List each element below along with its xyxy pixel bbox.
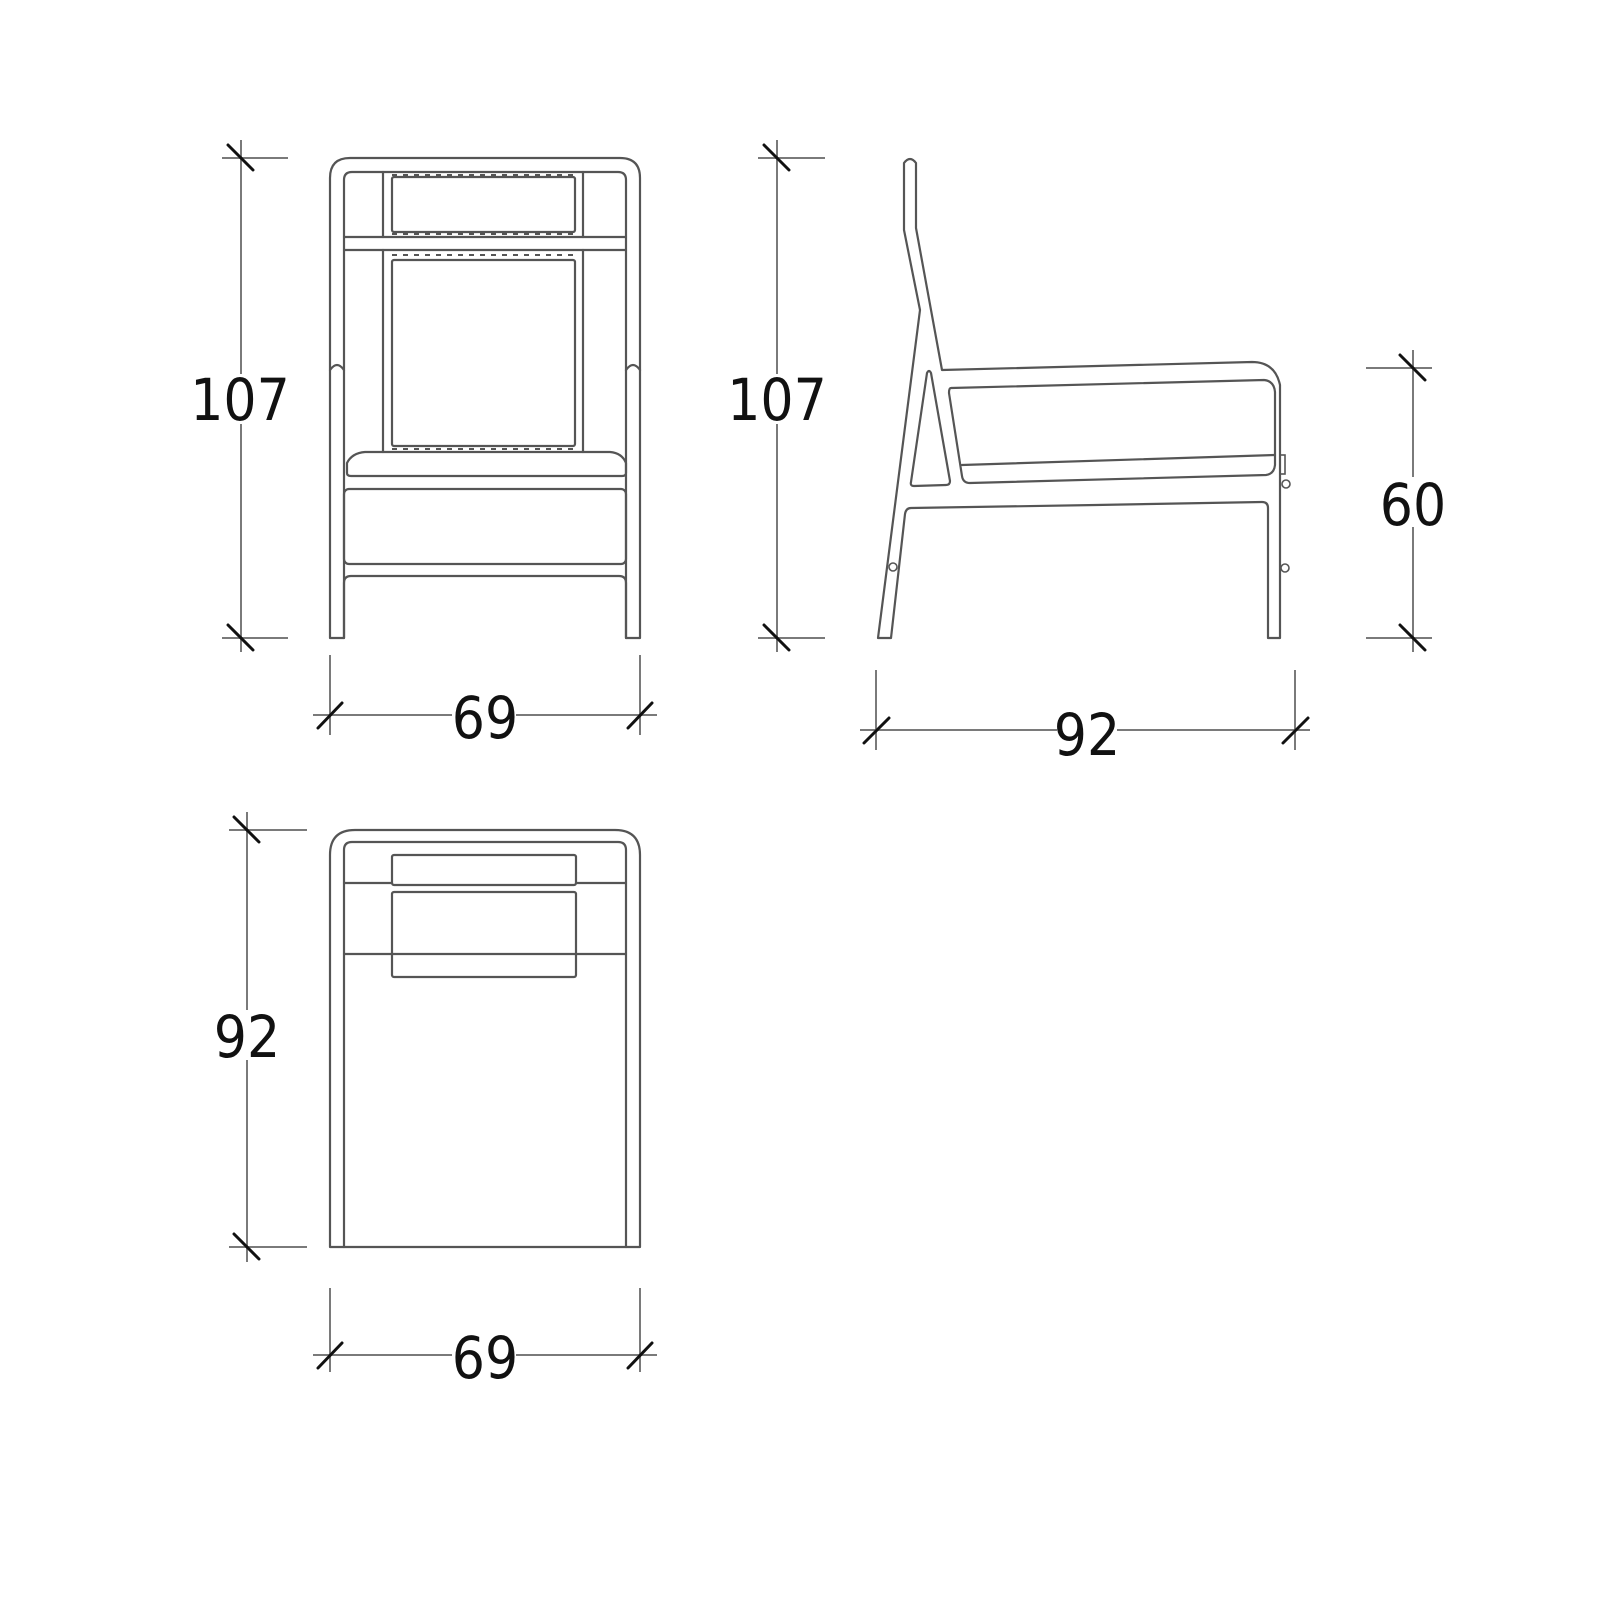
- top-back-panel: [390, 890, 578, 979]
- front-back-webbing-panel: [390, 258, 577, 448]
- top-outer-frame: [328, 828, 642, 1249]
- side-depth-label: 92: [1054, 701, 1120, 769]
- front-width-label: 69: [452, 684, 518, 752]
- seat-height-label: 60: [1380, 471, 1446, 539]
- side-height-dimension: 107: [727, 140, 827, 652]
- front-view: [328, 156, 642, 640]
- front-seat-cushion: [345, 450, 628, 478]
- bolt-icon: [1280, 563, 1290, 573]
- seat-height-dimension: 60: [1366, 350, 1446, 652]
- front-height-label: 107: [190, 366, 290, 434]
- front-height-dimension: 107: [190, 140, 290, 652]
- bolt-icon: [888, 562, 898, 572]
- front-width-dimension: 69: [313, 655, 657, 752]
- top-backrest-panel: [390, 853, 578, 887]
- side-rear-frame: [876, 157, 1282, 640]
- side-height-label: 107: [727, 366, 827, 434]
- front-apron: [342, 487, 628, 566]
- bolt-icon: [1281, 479, 1291, 489]
- top-depth-dimension: 92: [214, 812, 307, 1262]
- side-view: [876, 157, 1291, 640]
- front-outer-frame: [328, 156, 642, 640]
- top-width-label: 69: [452, 1324, 518, 1392]
- side-triangle-brace: [909, 369, 952, 488]
- side-seat-frame: [947, 378, 1277, 485]
- side-depth-dimension: 92: [860, 670, 1310, 769]
- front-top-webbing-panel: [390, 175, 577, 234]
- top-view: [328, 828, 642, 1249]
- top-depth-label: 92: [214, 1003, 280, 1071]
- top-width-dimension: 69: [313, 1288, 657, 1392]
